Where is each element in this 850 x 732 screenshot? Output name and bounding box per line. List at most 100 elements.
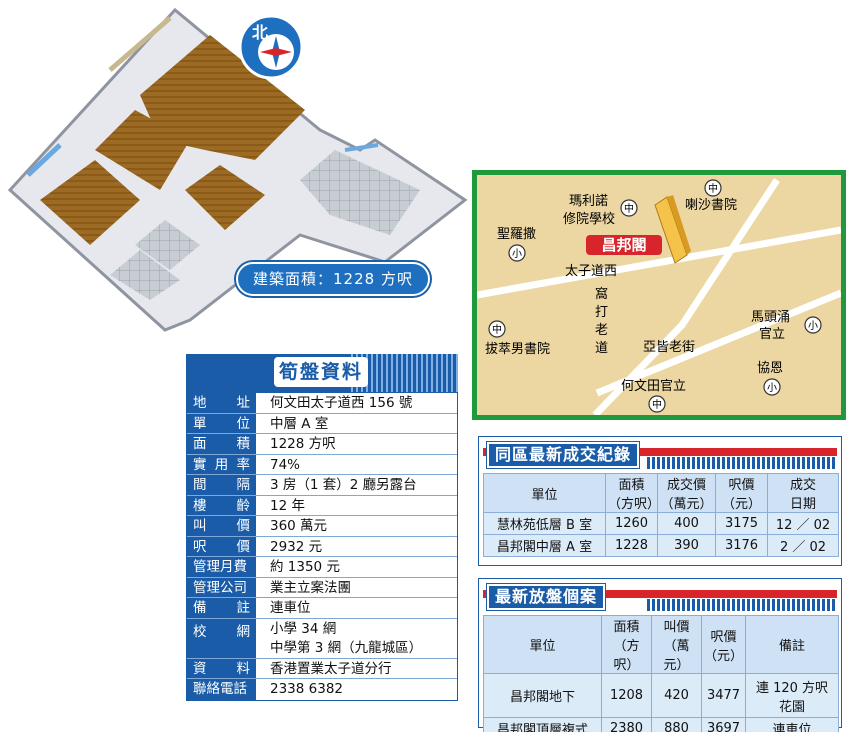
cell-area: 1208 [601,673,652,718]
primary-school-marker: 小 [508,244,526,262]
cell-price: 880 [651,717,702,732]
row-value: 12 年 [258,495,457,515]
map-label-ma-tau-chung-2: 官立 [759,326,785,342]
row-label: 叫價 [187,516,258,536]
map-label-ma-tau-chung-1: 馬頭涌 [751,310,790,325]
row-value: 約 1350 元 [258,557,457,577]
listing-row-management-fee: 管理月費 約 1350 元 [187,557,457,578]
window [344,143,379,152]
row-label: 間隔 [187,475,258,495]
header-price: 叫價（萬元） [651,615,702,674]
row-value: 何文田太子道西 156 號 [258,393,457,413]
cell-area: 1260 [605,512,658,535]
listing-info-panel: 筍盤資料 地址 何文田太子道西 156 號 單位 中層 A 室 面積 1228 … [186,354,458,706]
secondary-school-marker: 中 [704,179,722,197]
map-label-ho-man-tin-govt: 何文田官立 [621,378,686,394]
gross-area-badge: 建築面積：1228 方呎 [236,262,430,296]
row-value: 2338 6382 [258,679,457,700]
row-label: 實用率 [187,454,258,474]
target-label: 昌邦閣 [601,236,646,254]
table-header-row: 單位 面積（方呎） 叫價（萬元） 呎價（元） 備註 [483,615,839,674]
newlist-table: 單位 面積（方呎） 叫價（萬元） 呎價（元） 備註 昌邦閣地下 1208 420… [483,615,839,732]
map-label-heep-yunn: 協恩 [757,361,783,376]
cell-unit: 昌邦閣地下 [483,673,602,718]
svg-text:中: 中 [708,182,718,195]
secondary-school-marker: 中 [620,199,638,217]
location-map: 昌邦閣 中 喇沙書院 瑪利諾 修院學校 中 聖羅撒 小 太子道西 窩 打 老 道… [472,170,846,420]
header-stripes [647,457,837,469]
row-value: 74% [258,454,457,474]
map-label-argyle: 亞皆老街 [643,340,695,355]
listing-header: 筍盤資料 [186,354,458,392]
cell-date: 12 ／ 02 [767,512,839,535]
listing-row-unit: 單位 中層 A 室 [187,413,457,434]
listing-row-management-company: 管理公司 業主立案法團 [187,577,457,598]
bathroom-1 [135,220,200,270]
cell-price: 420 [651,673,702,718]
row-value: 小學 34 網 中學第 3 網（九龍城區） [258,618,457,658]
road-prince-edward-west [477,226,841,299]
listing-row-area: 面積 1228 方呎 [187,434,457,455]
row-label: 聯絡電話 [187,679,258,700]
header-unit: 單位 [483,473,606,513]
map-label-st-rose: 聖羅撒 [497,226,536,242]
svg-text:中: 中 [652,398,662,411]
row-label: 資料 [187,658,258,678]
cell-unit: 昌邦閣頂層複式 [483,717,602,732]
row-label: 單位 [187,413,258,433]
row-label: 校網 [187,618,258,658]
cell-psf: 3697 [700,717,747,732]
road-argyle [595,289,841,397]
floor-plan-drawing [7,7,468,332]
bedroom-2 [40,160,140,245]
listing-row-remarks: 備註 連車位 [187,598,457,619]
header-bar [483,590,837,598]
compass-north-label: 北 [252,23,268,42]
recent-table: 單位 面積（方呎） 成交價（萬元） 呎價（元） 成交日期 慧林苑低層 B 室 1… [483,473,839,557]
table-row: 慧林苑低層 B 室 1260 400 3175 12 ／ 02 [483,512,839,535]
row-label: 樓齡 [187,495,258,515]
map-label-dbs: 拔萃男書院 [485,342,550,357]
map-label-waterloo-2: 打 [595,305,608,320]
header-unit: 單位 [483,615,602,674]
target-building-icon [654,195,691,264]
cell-note: 連 120 方呎花園 [745,673,839,718]
map-label-la-salle: 喇沙書院 [685,198,737,213]
bedroom-3 [185,165,265,230]
row-label: 地址 [187,393,258,413]
header-bar [483,448,837,456]
cell-date: 2 ／ 02 [767,534,839,557]
recent-transactions-panel: 同區最新成交紀錄 單位 面積（方呎） 成交價（萬元） 呎價（元） 成交日期 慧林… [478,436,842,566]
row-label: 管理月費 [187,557,258,577]
newlist-title: 最新放盤個案 [487,584,606,610]
svg-text:小: 小 [808,320,818,332]
row-value: 業主立案法團 [258,577,457,597]
cell-unit: 昌邦閣中層 A 室 [483,534,606,557]
kitchen [300,150,420,235]
row-label: 備註 [187,598,258,618]
listing-row-age: 樓齡 12 年 [187,495,457,516]
row-value: 中層 A 室 [258,413,457,433]
newlist-header: 最新放盤個案 [479,579,841,613]
map-drawing: 昌邦閣 中 喇沙書院 瑪利諾 修院學校 中 聖羅撒 小 太子道西 窩 打 老 道… [477,175,841,415]
row-label: 管理公司 [187,577,258,597]
header-psf: 呎價（元） [715,473,768,513]
secondary-school-marker: 中 [648,395,666,413]
row-value: 1228 方呎 [258,434,457,454]
row-value: 2932 元 [258,536,457,556]
new-listings-panel: 最新放盤個案 單位 面積（方呎） 叫價（萬元） 呎價（元） 備註 昌邦閣地下 1… [478,578,842,732]
cell-price: 400 [657,512,716,535]
primary-school-net: 小學 34 網 [270,620,337,637]
header-area: 面積（方呎） [601,615,652,674]
listing-row-phone: 聯絡電話 2338 6382 [187,679,457,700]
row-value: 360 萬元 [258,516,457,536]
listing-row-efficiency: 實用率 74% [187,454,457,475]
table-header-row: 單位 面積（方呎） 成交價（萬元） 呎價（元） 成交日期 [483,473,839,513]
listing-row-price-per-sqft: 呎價 2932 元 [187,536,457,557]
header-psf: 呎價（元） [700,615,747,674]
cell-psf: 3176 [715,534,768,557]
primary-school-marker: 小 [804,316,822,334]
secondary-school-net: 中學第 3 網（九龍城區） [270,639,423,656]
cell-area: 1228 [605,534,658,557]
map-label-waterloo-3: 老 [595,323,608,338]
